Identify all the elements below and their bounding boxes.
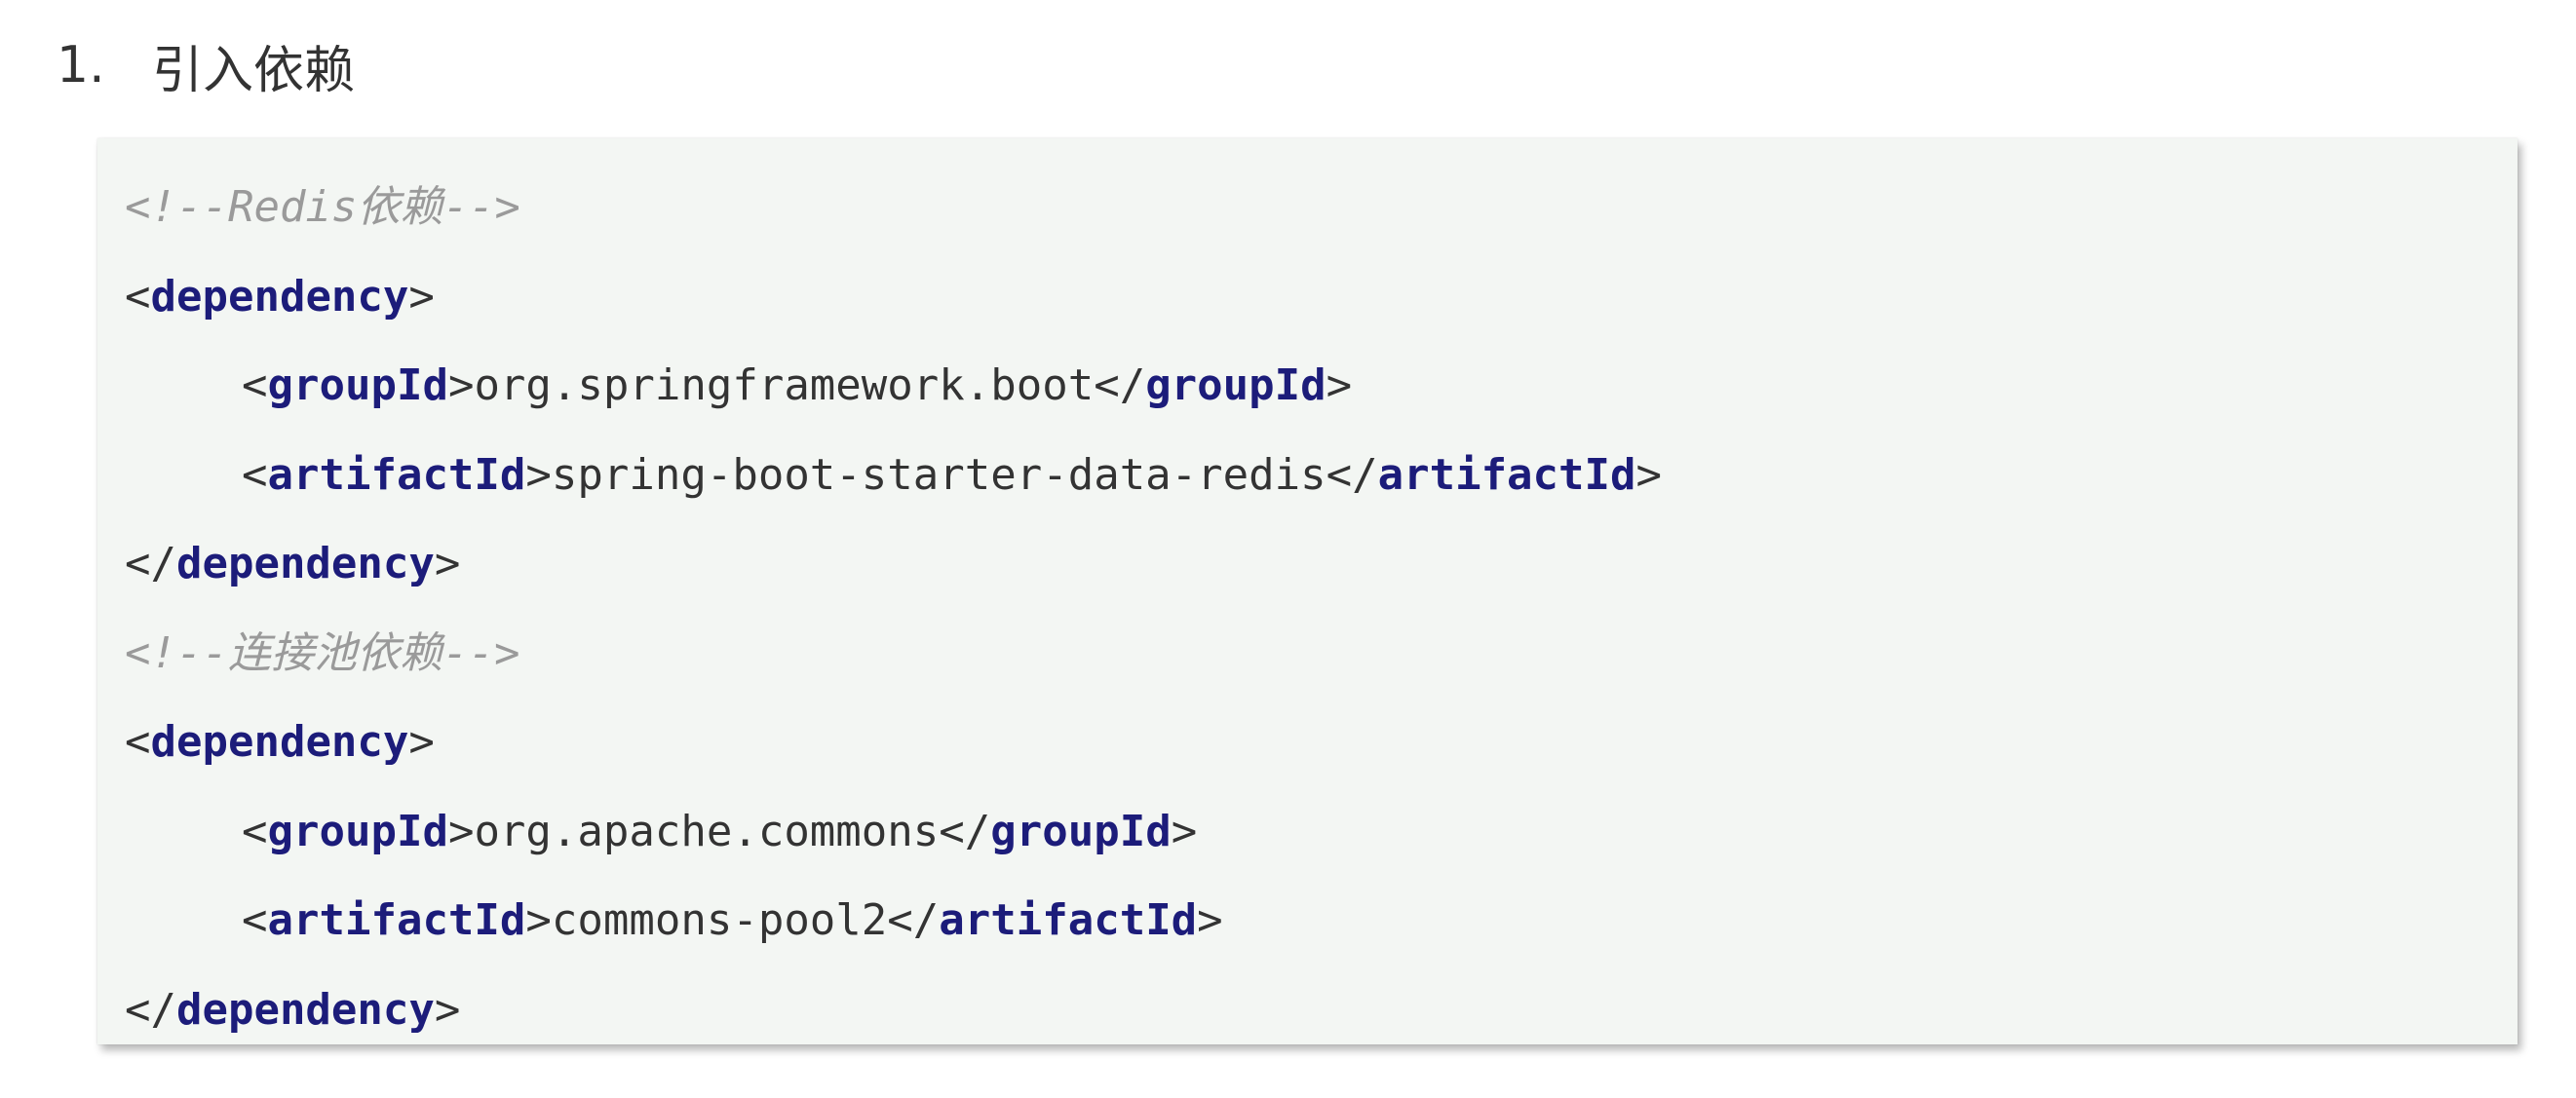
xml-tag-name: groupId: [267, 360, 448, 410]
code-line-comment: <!--Redis依赖-->: [125, 163, 2518, 252]
code-line-element: <groupId>org.springframework.boot</group…: [125, 341, 2518, 431]
xml-element-value: org.springframework.boot: [474, 360, 1095, 410]
xml-tag-name: dependency: [175, 984, 435, 1035]
xml-tag-name: artifactId: [267, 895, 526, 945]
code-line-element: <artifactId>commons-pool2</artifactId>: [125, 876, 2518, 965]
xml-element-value: commons-pool2: [551, 895, 888, 945]
xml-tag-name: dependency: [150, 271, 409, 322]
xml-tag-name: groupId: [267, 806, 448, 856]
code-line-open-tag: <dependency>: [125, 698, 2518, 787]
xml-comment: <!--Redis依赖-->: [125, 182, 520, 232]
xml-tag-name: artifactId: [1377, 449, 1636, 500]
code-line-open-tag: <dependency>: [125, 252, 2518, 342]
step-heading: 1. 引入依赖: [57, 21, 355, 109]
code-line-element: <artifactId>spring-boot-starter-data-red…: [125, 431, 2518, 520]
xml-tag-name: dependency: [150, 717, 409, 767]
code-line-comment: <!--连接池依赖-->: [125, 609, 2518, 699]
code-line-close-tag: </dependency>: [125, 965, 2518, 1055]
code-line-close-tag: </dependency>: [125, 519, 2518, 609]
xml-tag-name: artifactId: [939, 895, 1198, 945]
code-line-element: <groupId>org.apache.commons</groupId>: [125, 787, 2518, 877]
xml-tag-name: artifactId: [267, 449, 526, 500]
code-block[interactable]: <!--Redis依赖--> <dependency> <groupId>org…: [97, 138, 2518, 1044]
xml-element-value: org.apache.commons: [474, 806, 940, 856]
xml-tag-name: groupId: [1145, 360, 1326, 410]
xml-element-value: spring-boot-starter-data-redis: [551, 449, 1326, 500]
xml-comment: <!--连接池依赖-->: [125, 627, 520, 678]
xml-tag-name: dependency: [175, 539, 435, 588]
xml-tag-name: groupId: [990, 806, 1172, 856]
step-title: 引入依赖: [152, 41, 356, 100]
step-number: 1.: [57, 36, 105, 95]
